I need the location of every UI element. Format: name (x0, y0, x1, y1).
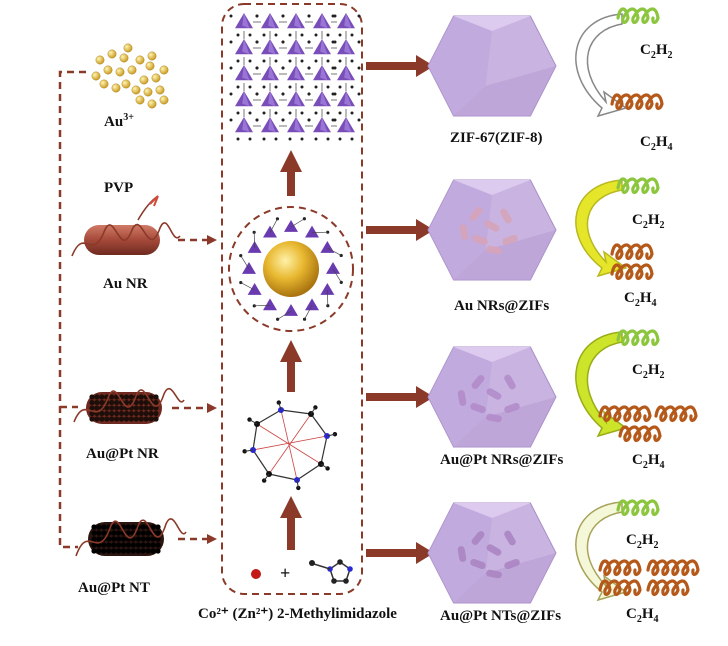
au3-nanoparticles (91, 43, 169, 109)
gas-in-row3: C2H2 (632, 362, 665, 381)
au3-label: Au3+ (104, 112, 134, 130)
center-up-arrows (280, 150, 302, 550)
gas-in-row1: C2H2 (640, 42, 673, 61)
precursor-label: Co²⁺ (Zn²⁺) 2-Methylimidazole (198, 606, 397, 622)
au-pt-nanorod (73, 387, 185, 424)
gas-in-row4: C2H2 (626, 532, 659, 551)
zif-cage-molecule (242, 400, 338, 491)
core-shell-particle (228, 206, 354, 332)
left-dashed-connector (58, 70, 217, 549)
plus-sign: + (280, 563, 291, 583)
conversion-arrows (575, 7, 700, 602)
au-nanorod (71, 195, 181, 257)
gas-out-row4: C2H4 (626, 606, 659, 625)
gas-out-row1: C2H4 (640, 134, 673, 153)
au-nr-label: Au NR (103, 276, 148, 292)
au-pt-nt-label: Au@Pt NT (78, 580, 150, 596)
product-label-zif: ZIF-67(ZIF-8) (450, 130, 543, 146)
product-label-au-nrs: Au NRs@ZIFs (454, 298, 550, 314)
zif-framework-lattice (229, 13, 361, 141)
precursor-molecules (251, 559, 353, 584)
gas-out-row2: C2H4 (624, 290, 657, 309)
product-label-au-pt-nrs: Au@Pt NRs@ZIFs (440, 452, 564, 468)
gas-in-row2: C2H2 (632, 212, 665, 231)
right-arrows (366, 55, 434, 564)
gas-out-row3: C2H4 (632, 452, 665, 471)
au-pt-nr-label: Au@Pt NR (86, 446, 159, 462)
pvp-label: PVP (104, 180, 134, 196)
au-pt-nanotube (75, 518, 187, 557)
product-label-au-pt-nts: Au@Pt NTs@ZIFs (440, 608, 562, 624)
zif-crystals (427, 15, 557, 604)
center-dashed-box (221, 3, 363, 595)
